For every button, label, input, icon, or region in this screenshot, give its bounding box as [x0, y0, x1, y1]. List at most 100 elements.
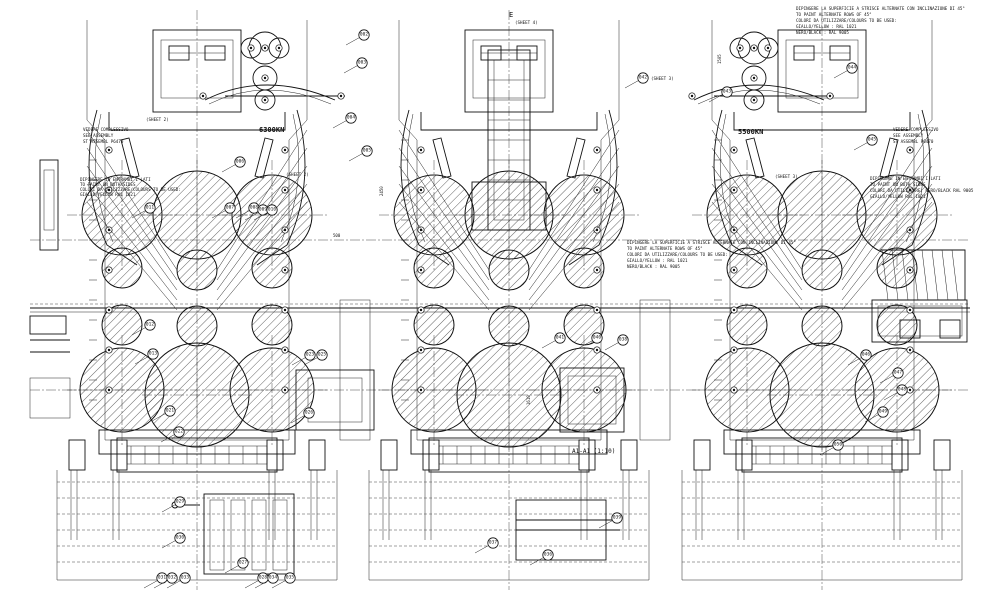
stand-leg: [110, 439, 128, 471]
balloon-label: 039: [613, 515, 621, 521]
balloon-label: 047: [894, 370, 902, 376]
balloon-circle: [179, 572, 191, 584]
bolt-icon: [593, 306, 601, 314]
foundation: [368, 470, 650, 581]
item-balloon: 012: [131, 319, 156, 336]
drawing-line: [921, 249, 929, 301]
svg-text:SEE ASSEMBLY: SEE ASSEMBLY: [83, 133, 114, 138]
balloon-circle: [234, 156, 246, 168]
item-balloon: 034: [254, 572, 279, 589]
svg-text:TO PAINT ALTERNATE ROWS OF 45°: TO PAINT ALTERNATE ROWS OF 45°: [627, 246, 703, 251]
bolt-icon: [593, 226, 601, 234]
hydraulic-cylinder: [745, 137, 765, 179]
motor-box: [939, 319, 961, 339]
bolt-icon: [261, 74, 269, 82]
balloon-circle: [846, 62, 858, 74]
balloon-label: 048: [898, 387, 906, 393]
left-structure: [29, 377, 71, 419]
bolt-icon: [906, 146, 914, 154]
drawing-line: [86, 165, 178, 291]
bolt-icon: [281, 346, 289, 354]
sheet-ref: (SHEET 2): [146, 117, 169, 122]
force-label: 5500KN: [738, 128, 763, 136]
bolt-icon: [736, 44, 744, 52]
balloon-label: 011: [146, 205, 154, 211]
item-balloon: 023: [291, 349, 316, 366]
balloon-circle: [860, 349, 872, 361]
item-balloon: 038: [604, 334, 629, 351]
bolt-icon: [417, 266, 425, 274]
bolt-icon: [417, 226, 425, 234]
balloon-label: 037: [489, 540, 497, 546]
svg-text:NERO/BLACK : RAL 9005: NERO/BLACK : RAL 9005: [627, 264, 680, 269]
balloon-label: 009: [259, 207, 267, 213]
balloon-label: 043: [723, 89, 731, 95]
item-balloon: 011: [131, 202, 156, 219]
balloon-circle: [611, 512, 623, 524]
balloon-circle: [345, 112, 357, 124]
bolt-icon: [730, 146, 738, 154]
hydraulic-cylinder: [254, 137, 274, 179]
item-balloon: 045: [853, 134, 878, 151]
stand-crosshead: [108, 112, 286, 131]
hydraulic-cylinder: [432, 137, 452, 179]
drawing-path: [693, 84, 825, 101]
dimension-value: 1610: [526, 395, 531, 405]
balloon-circle: [637, 72, 649, 84]
balloon-circle: [591, 332, 603, 344]
balloon-label: 033: [181, 575, 189, 581]
bolt-icon: [247, 44, 255, 52]
bolt-icon: [281, 386, 289, 394]
swing-arm: [881, 109, 931, 266]
item-balloon: 050: [819, 439, 844, 456]
svg-text:TO PAINT ALTERNATE ROWS OF 45°: TO PAINT ALTERNATE ROWS OF 45°: [796, 12, 872, 17]
stand-housing-top: [777, 29, 867, 113]
item-balloon: 026: [290, 407, 315, 424]
item-balloon: 021: [151, 405, 176, 422]
drawing-line: [881, 249, 889, 301]
drawing-line: [841, 201, 933, 311]
bolt-icon: [281, 226, 289, 234]
bolt-icon: [826, 92, 834, 100]
left-table: [29, 315, 67, 335]
bolt-icon: [750, 96, 758, 104]
balloon-label: 049: [879, 409, 887, 415]
svg-text:VEDERE COMPLESSIVO: VEDERE COMPLESSIVO: [893, 127, 939, 132]
drawing-line: [398, 183, 490, 301]
item-balloon: 047: [879, 367, 904, 384]
drawing-line: [951, 249, 959, 301]
balloon-label: 025: [318, 352, 326, 358]
svg-text:TO PAINT ON BOTH SIDES: TO PAINT ON BOTH SIDES: [80, 182, 136, 187]
drawing-line: [711, 201, 803, 311]
stand-leg: [620, 439, 638, 471]
dimension-value: 500: [333, 233, 341, 238]
drawing-path: [204, 84, 336, 101]
balloon-label: 035: [286, 575, 294, 581]
balloon-label: 034: [269, 575, 277, 581]
drawing-line: [398, 129, 490, 271]
bolt-icon: [593, 346, 601, 354]
balloon-label: 013: [149, 351, 157, 357]
balloon-circle: [542, 549, 554, 561]
swing-arm: [88, 109, 138, 266]
bolt-icon: [593, 186, 601, 194]
interstand-upright: [639, 299, 671, 441]
balloon-circle: [866, 134, 878, 146]
balloon-label: 041: [556, 335, 564, 341]
balloon-circle: [877, 406, 889, 418]
item-balloon: 005: [348, 145, 373, 162]
balloon-label: 030: [176, 535, 184, 541]
bolt-icon: [730, 386, 738, 394]
balloon-circle: [617, 334, 629, 346]
balloon-label: 046: [862, 352, 870, 358]
svg-text:TO PAINT ON BOTH SIDES: TO PAINT ON BOTH SIDES: [870, 182, 926, 187]
swing-arm: [713, 109, 763, 266]
balloon-label: 042: [639, 75, 647, 81]
sheet-marker-top: E: [509, 11, 513, 19]
interstand-guide: [307, 377, 363, 423]
stand-leg: [380, 439, 398, 471]
drawing-line: [841, 129, 933, 271]
balloon-label: 006: [236, 159, 244, 165]
bolt-icon: [417, 306, 425, 314]
